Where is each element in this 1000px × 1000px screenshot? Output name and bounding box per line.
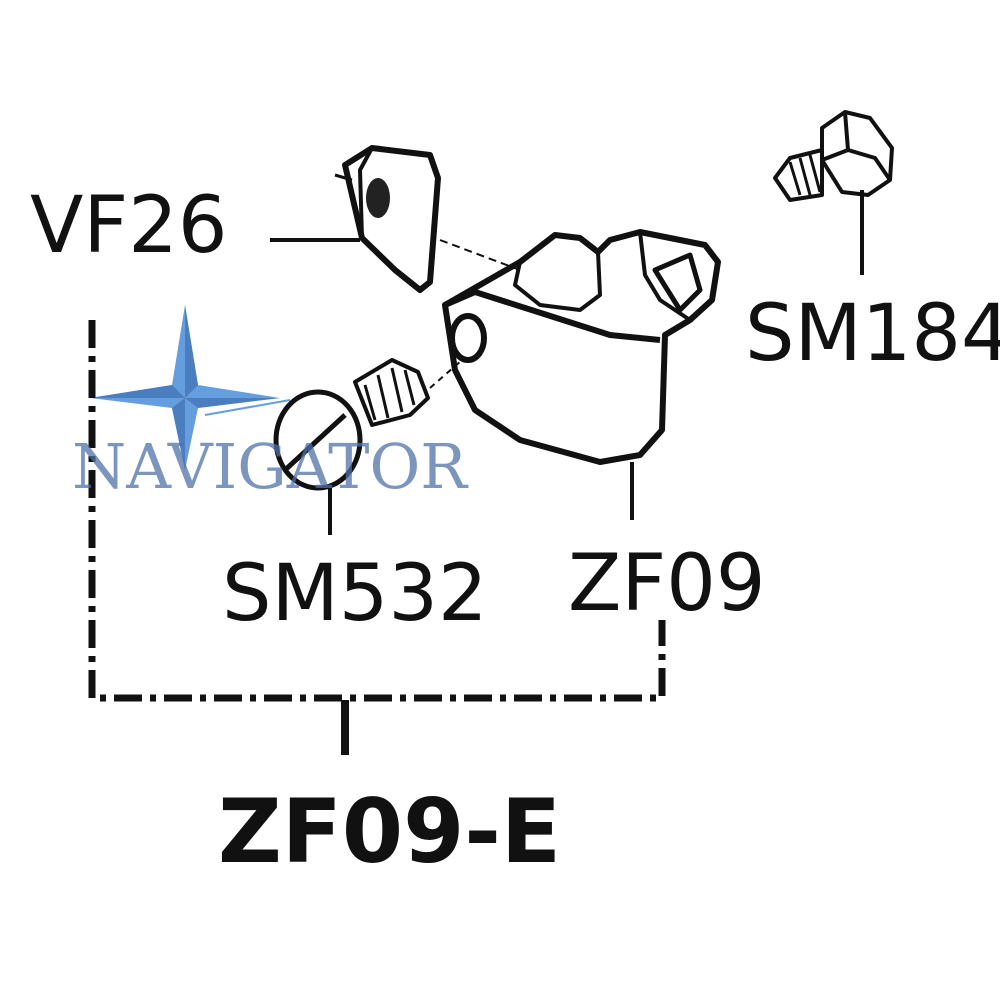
zf09-body (439, 229, 721, 520)
watermark-text: NAVIGATOR (72, 430, 469, 503)
part-label-sm184: SM184 (745, 289, 1000, 379)
sm184-screw (773, 110, 894, 275)
sm532-screw (273, 358, 463, 535)
part-label-sm532: SM532 (222, 549, 488, 639)
assembly-bracket (88, 320, 666, 702)
assembly-label: ZF09-E (218, 780, 561, 883)
vf26-plate (334, 145, 441, 293)
part-label-zf09: ZF09 (568, 539, 766, 629)
part-label-vf26: VF26 (30, 181, 227, 271)
watermark-logo (90, 305, 291, 470)
